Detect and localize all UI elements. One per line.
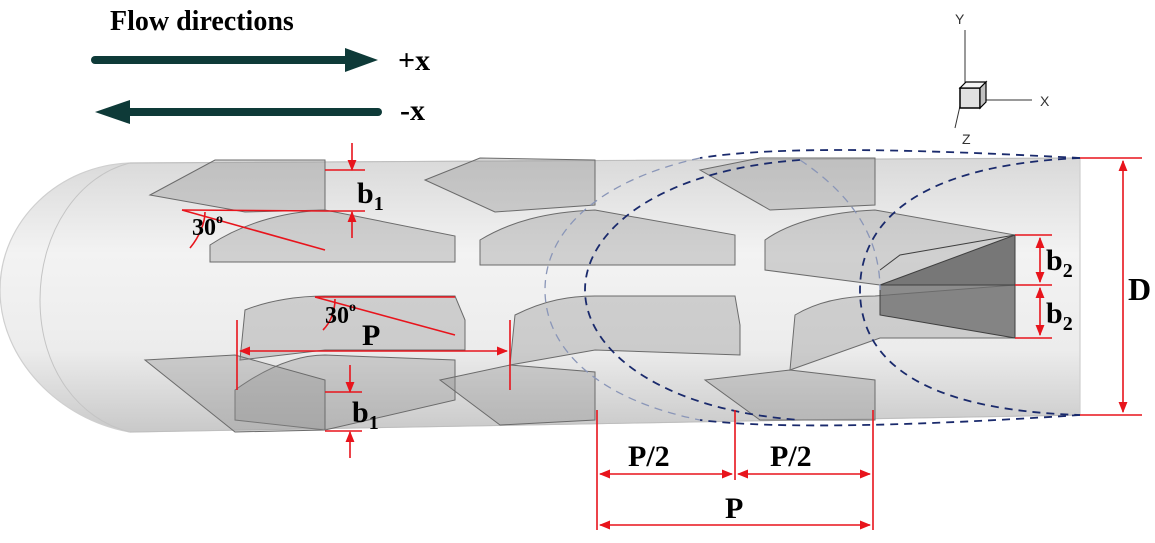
dimension-labels: b1 30o 30o P b1 P/2 P/2 P D b2 b2 [192, 177, 1151, 525]
y-axis-label: Y [955, 11, 965, 27]
tape-end-block [879, 234, 1016, 339]
dashed-sections-faint [544, 157, 881, 421]
flow-title: Flow directions [110, 6, 294, 37]
half-pitch-left-label: P/2 [628, 440, 670, 473]
b1-top-label: b1 [357, 177, 384, 215]
dashed-sections [584, 149, 1081, 427]
b2-upper-label: b2 [1046, 244, 1073, 282]
plus-x-label: +x [398, 44, 430, 77]
b2-lower-label: b2 [1046, 297, 1073, 335]
z-axis-line [954, 105, 961, 129]
plus-x-arrowhead [345, 48, 378, 72]
angle-mid-label: 30o [325, 300, 356, 329]
z-axis-label: Z [962, 131, 971, 147]
dimension-lines [181, 143, 1142, 530]
pitch-mid-label: P [362, 319, 380, 352]
flow-direction-legend: Flow directions +x -x [91, 6, 430, 127]
axis-triad: Y X Z [954, 11, 1050, 147]
x-axis-label: X [1040, 93, 1050, 109]
minus-x-label: -x [400, 94, 425, 127]
axis-cube [959, 87, 981, 109]
pitch-bottom-label: P [725, 492, 743, 525]
half-pitch-right-label: P/2 [770, 440, 812, 473]
angle-top-label: 30o [192, 212, 223, 241]
tube-body [0, 157, 1081, 433]
minus-x-arrowhead [95, 100, 130, 124]
b1-bottom-label: b1 [352, 396, 379, 434]
diameter-label: D [1128, 271, 1151, 307]
